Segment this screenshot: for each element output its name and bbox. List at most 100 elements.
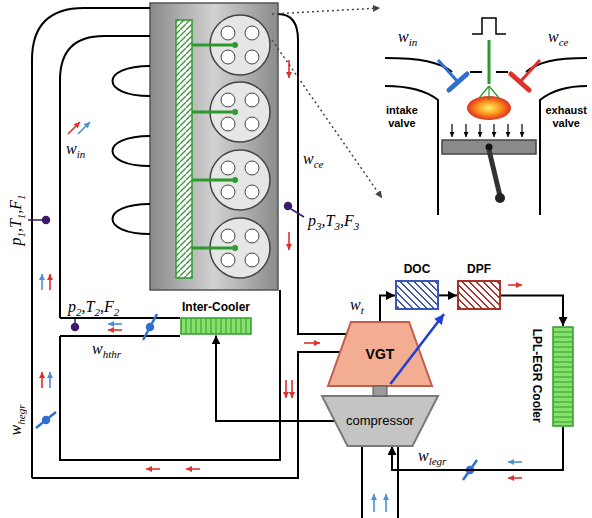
symbol-subscript: hegr — [15, 405, 27, 425]
label-anchor: wt — [350, 296, 364, 314]
symbol-base: w — [66, 140, 77, 157]
symbol-base: F — [104, 298, 114, 315]
node-label: DPF — [455, 262, 503, 276]
flow-connector — [439, 294, 457, 296]
symbol-base: T — [7, 219, 24, 228]
label-anchor: win — [66, 140, 85, 158]
node-label: Inter-Cooler — [180, 300, 252, 314]
symbol-subscript: 2 — [114, 306, 120, 318]
flow-symbol: wt — [350, 296, 364, 314]
symbol-base: T — [86, 298, 95, 315]
turbine-outline — [328, 322, 432, 386]
label-anchor: exhaust valve — [545, 104, 587, 130]
label-anchor: p2,T2,F2 — [68, 298, 119, 316]
node-label: compressor — [346, 413, 414, 429]
compressor-outline — [322, 396, 438, 446]
flow-symbol: whegr — [7, 405, 25, 436]
injectors — [192, 42, 238, 251]
turbo-shaft — [373, 386, 387, 396]
cylinder-detail — [385, 18, 587, 215]
symbol-subscript: 1 — [15, 214, 27, 220]
flow-connector — [380, 295, 395, 322]
state-symbol: p2,T2,F2 — [68, 298, 119, 316]
symbol-subscript: 1 — [15, 194, 27, 200]
injector-symbol — [479, 40, 499, 100]
label-anchor: intake valve — [386, 104, 418, 130]
doc-catalyst: DOC — [393, 262, 441, 310]
symbol-base: w — [418, 447, 429, 464]
flow-arrows — [42, 60, 522, 512]
flow-symbol: win — [398, 28, 417, 46]
pressure-arrows — [452, 124, 522, 137]
symbol-subscript: 3 — [354, 220, 360, 232]
inter-cooler: Inter-Cooler — [180, 300, 252, 335]
engine-block — [150, 3, 278, 290]
label-anchor: p3,T3,F3 — [308, 212, 359, 230]
symbol-base: w — [548, 28, 559, 45]
symbol-subscript: t — [361, 304, 364, 316]
flow-connector — [216, 335, 335, 421]
valve-label: exhaust valve — [545, 104, 587, 130]
symbol-subscript: legr — [429, 455, 447, 467]
symbol-base: T — [326, 212, 335, 229]
piston-pin — [486, 144, 493, 151]
lpl-egr-cooler: LPL-EGR Cooler — [528, 322, 578, 431]
filter-block — [457, 280, 501, 310]
label-anchor: p1,T1,F1 — [7, 194, 25, 245]
symbol-separator: , — [7, 210, 24, 214]
flow-symbol: whthr — [92, 340, 121, 358]
node-label: VGT — [366, 346, 395, 363]
label-anchor: whegr — [7, 405, 25, 436]
flow-symbol: wlegr — [418, 447, 446, 465]
zoom-leaders — [272, 8, 382, 198]
cooler-core — [180, 317, 252, 335]
label-anchor: wlegr — [418, 447, 446, 465]
symbol-base: F — [7, 200, 24, 210]
flow-symbol: wce — [303, 150, 323, 168]
flow-symbol: wce — [548, 28, 568, 46]
label-anchor: win — [398, 28, 417, 46]
symbol-subscript: 3 — [316, 220, 322, 232]
symbol-subscript: 2 — [76, 306, 82, 318]
symbol-subscript: hthr — [103, 348, 121, 360]
vgt-turbine: VGT — [328, 322, 432, 386]
label-anchor: wce — [303, 150, 323, 168]
symbol-base: w — [398, 28, 409, 45]
symbol-base: F — [344, 212, 354, 229]
symbol-subscript: 1 — [15, 232, 27, 238]
filter-block — [395, 280, 439, 310]
symbol-subscript: 2 — [94, 306, 100, 318]
symbol-separator: , — [7, 228, 24, 232]
symbol-base: w — [7, 425, 24, 436]
variable-geometry-arrow — [390, 314, 444, 384]
symbol-subscript: in — [409, 36, 418, 48]
symbol-subscript: ce — [559, 36, 569, 48]
valve-label: intake valve — [386, 104, 418, 130]
cylinders — [210, 15, 270, 278]
compressor-wheel: compressor — [322, 396, 438, 446]
symbol-subscript: ce — [314, 158, 324, 170]
symbol-subscript: in — [77, 148, 86, 160]
crank-pin — [495, 193, 505, 203]
cooler-core — [552, 326, 574, 427]
pipes — [32, 8, 398, 518]
symbol-separator: , — [100, 298, 104, 315]
state-symbol: p1,T1,F1 — [7, 194, 25, 245]
symbol-separator: , — [322, 212, 326, 229]
node-label: LPL-EGR Cooler — [530, 329, 544, 424]
cylinder-head — [385, 58, 587, 215]
state-symbol: p3,T3,F3 — [308, 212, 359, 230]
connecting-rod — [489, 150, 500, 196]
symbol-separator: , — [82, 298, 86, 315]
symbol-base: w — [350, 296, 361, 313]
exhaust-valve-symbol — [511, 60, 540, 90]
flow-symbol: win — [66, 140, 85, 158]
symbol-base: p — [308, 212, 316, 229]
label-anchor: wce — [548, 28, 568, 46]
valves — [36, 314, 477, 480]
pulse-symbol — [472, 18, 506, 34]
intake-valve-symbol — [438, 60, 467, 90]
symbol-base: p — [7, 238, 24, 246]
